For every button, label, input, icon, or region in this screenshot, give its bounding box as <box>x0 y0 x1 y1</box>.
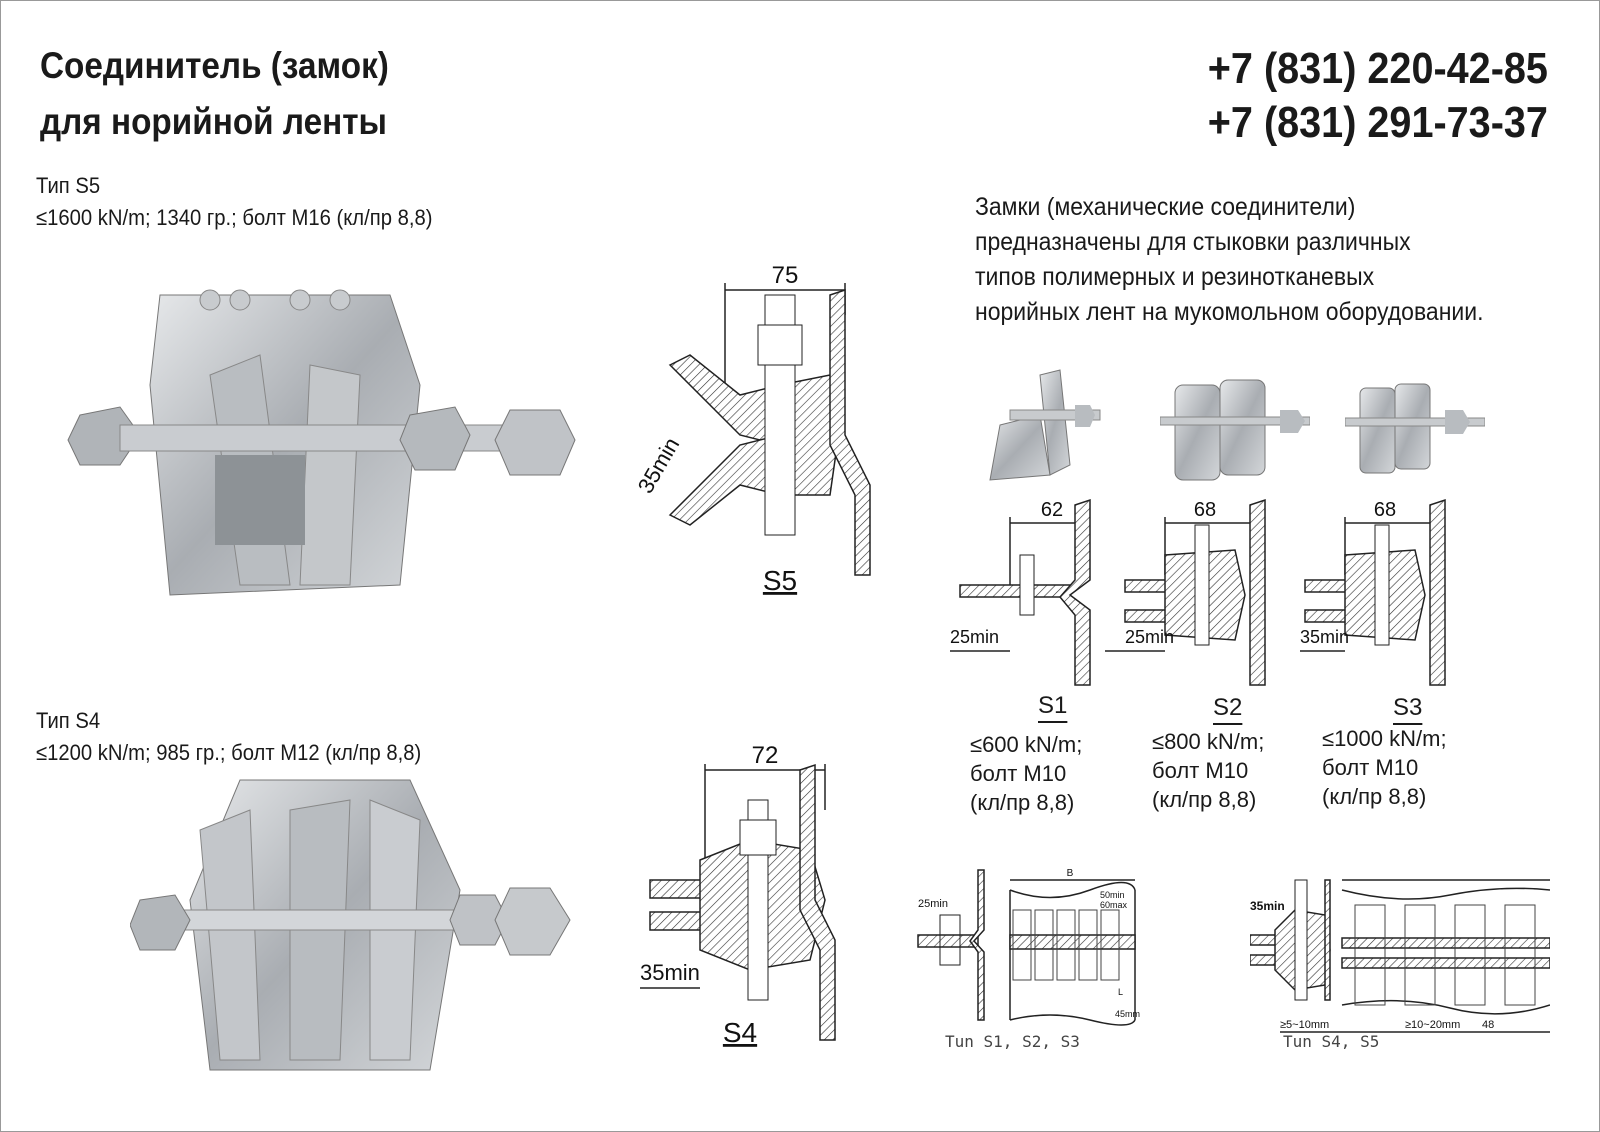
s5-spec-text: ≤1600 kN/m; 1340 гр.; болт М16 (кл/пр 8,… <box>36 205 433 230</box>
s4-label: S4 <box>723 1017 757 1048</box>
description-line: Замки (механические соединители) <box>975 193 1356 221</box>
s5-label: S5 <box>763 565 797 596</box>
s2-dim-width: 68 <box>1194 499 1216 521</box>
s2-spec: ≤800 kN/m; болт М10 (кл/пр 8,8) <box>1152 727 1264 814</box>
install-s123-edge-label: L <box>1118 987 1123 997</box>
s2-label: S2 <box>1213 694 1243 721</box>
s5-dim-min: 35min <box>633 433 685 497</box>
s1-dim-width: 62 <box>1041 499 1063 521</box>
install-s45-dim-min: 35min <box>1250 899 1285 913</box>
s3-spec: ≤1000 kN/m; болт М10 (кл/пр 8,8) <box>1322 724 1447 811</box>
install-s45-gap: ≥10~20mm <box>1405 1019 1460 1031</box>
install-s123-edge: 45mm <box>1115 1009 1140 1019</box>
small-drawings: 62 25min 68 25min 68 35min <box>950 498 1446 686</box>
s4-dim-width: 72 <box>752 742 779 769</box>
s3-spec-load: ≤1000 kN/m; <box>1322 726 1447 751</box>
s3-dim-min: 35min <box>1300 627 1349 647</box>
s2-dim-min: 25min <box>1125 627 1174 647</box>
s3-dim-width: 68 <box>1374 499 1396 521</box>
s4-spec: Тип S4 ≤1200 kN/m; 985 гр.; болт М12 (кл… <box>36 705 421 769</box>
install-s45-caption: Tun S4, S5 <box>1283 1032 1380 1051</box>
install-s123-dim-min: 25min <box>918 898 948 910</box>
description: Замки (механические соединители) предназ… <box>975 190 1483 330</box>
description-line: предназначены для стыковки различных <box>975 228 1411 256</box>
description-line: норийных лент на мукомольном оборудовани… <box>975 298 1484 326</box>
install-s123-spacing-min: 50min <box>1100 890 1125 900</box>
s1-spec-bolt: болт М10 <box>970 761 1067 786</box>
s5-type: Тип S5 <box>36 173 101 198</box>
s1-photo <box>989 369 1101 481</box>
s2-photo <box>1160 379 1310 481</box>
s5-dim-width: 75 <box>772 262 799 289</box>
s4-dim-min: 35min <box>640 960 700 985</box>
s1-spec: ≤600 kN/m; болт М10 (кл/пр 8,8) <box>970 730 1082 817</box>
s5-spec: Тип S5 ≤1600 kN/m; 1340 гр.; болт М16 (к… <box>36 170 432 234</box>
s3-photo <box>1345 383 1485 474</box>
s3-spec-class: (кл/пр 8,8) <box>1322 784 1427 809</box>
install-s123-width: B <box>1067 868 1074 879</box>
title-line-1: Соединитель (замок) <box>40 45 389 86</box>
s4-drawing: 72 35min S4 <box>640 742 836 1048</box>
s3-drawing: 68 35min <box>1300 498 1446 686</box>
s2-drawing: 68 25min <box>1105 498 1266 686</box>
install-s123-caption: Tun S1, S2, S3 <box>945 1032 1080 1051</box>
s1-label: S1 <box>1038 692 1068 719</box>
s1-spec-class: (кл/пр 8,8) <box>970 790 1075 815</box>
title-line-2: для норийной ленты <box>40 101 387 142</box>
s5-connector-photo <box>67 289 576 596</box>
s2-spec-bolt: болт М10 <box>1152 758 1249 783</box>
s2-spec-load: ≤800 kN/m; <box>1152 729 1265 754</box>
s5-drawing: 75 35min S5 <box>633 262 871 596</box>
install-s45-drawing: 35min ≥5~10mm ≥10~20mm 48 <box>1250 879 1550 1033</box>
s3-label: S3 <box>1393 694 1423 721</box>
description-line: типов полимерных и резинотканевых <box>975 263 1375 291</box>
s1-dim-min: 25min <box>950 627 999 647</box>
s4-type: Тип S4 <box>36 708 101 733</box>
install-s45-pitch: 48 <box>1482 1019 1494 1031</box>
install-s45-edge: ≥5~10mm <box>1280 1019 1329 1031</box>
s4-spec-text: ≤1200 kN/m; 985 гр.; болт М12 (кл/пр 8,8… <box>36 740 422 765</box>
page-title: Соединитель (замок) для норийной ленты <box>40 38 389 150</box>
install-s123-drawing: 25min B 50min 60max L 45mm <box>917 868 1140 1026</box>
phone-2[interactable]: +7 (831) 291-73-37 <box>1207 98 1548 147</box>
s4-connector-photo <box>130 779 571 1071</box>
install-s123-spacing-max: 60max <box>1100 900 1128 910</box>
s2-spec-class: (кл/пр 8,8) <box>1152 787 1257 812</box>
s1-drawing: 62 25min <box>950 498 1091 686</box>
s3-spec-bolt: болт М10 <box>1322 755 1419 780</box>
phone-1[interactable]: +7 (831) 220-42-85 <box>1207 44 1548 93</box>
s1-spec-load: ≤600 kN/m; <box>970 732 1083 757</box>
